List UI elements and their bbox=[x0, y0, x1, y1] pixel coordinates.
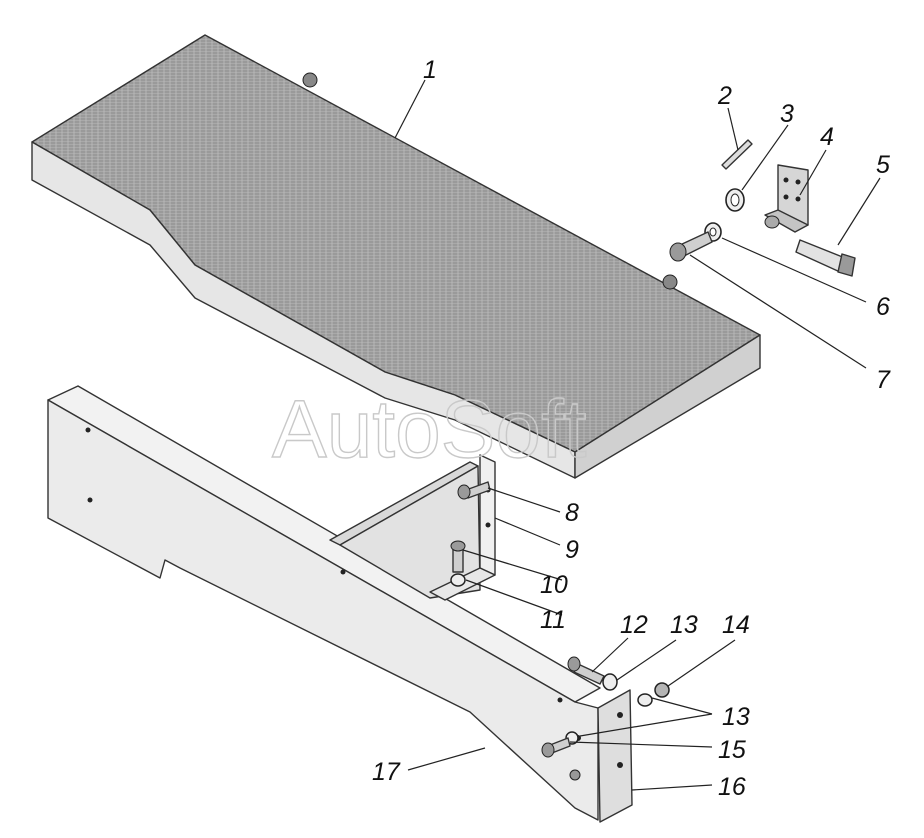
end-plate bbox=[597, 689, 633, 823]
base-panel bbox=[47, 385, 601, 821]
callout-17: 17 bbox=[372, 758, 401, 786]
watermark: AutoSoft bbox=[272, 384, 587, 475]
nut-14 bbox=[654, 682, 670, 698]
hinge-bracket bbox=[764, 164, 809, 233]
callout-labels: 1 2 3 4 5 6 7 8 9 10 11 12 13 14 13 15 1… bbox=[372, 56, 891, 801]
callout-15: 15 bbox=[718, 736, 746, 764]
cushion-stud bbox=[662, 274, 678, 290]
bolt-15 bbox=[541, 737, 571, 758]
bolt-10 bbox=[450, 540, 466, 573]
washer-11 bbox=[450, 573, 466, 587]
callout-14: 14 bbox=[722, 611, 750, 639]
callout-4: 4 bbox=[820, 123, 834, 151]
cushion-stud bbox=[302, 72, 318, 88]
callout-7: 7 bbox=[876, 366, 891, 394]
washer-13-upper bbox=[602, 673, 618, 691]
callout-10: 10 bbox=[540, 571, 568, 599]
callout-12: 12 bbox=[620, 611, 648, 639]
callout-11: 11 bbox=[540, 606, 566, 634]
callout-13-lower: 13 bbox=[722, 703, 750, 731]
bolt-12 bbox=[567, 656, 605, 685]
callout-1: 1 bbox=[423, 56, 437, 84]
callout-9: 9 bbox=[565, 536, 579, 564]
callout-8: 8 bbox=[565, 499, 579, 527]
callout-2: 2 bbox=[717, 82, 732, 110]
callout-5: 5 bbox=[876, 151, 890, 179]
bolt-7 bbox=[669, 231, 713, 262]
pin bbox=[795, 239, 856, 277]
washer-3 bbox=[725, 188, 745, 212]
cotter-pin bbox=[721, 139, 753, 170]
callout-3: 3 bbox=[780, 100, 794, 128]
bolt-8 bbox=[457, 481, 491, 500]
leader-lines bbox=[394, 79, 881, 791]
cushion bbox=[31, 34, 761, 479]
callout-13-upper: 13 bbox=[670, 611, 698, 639]
callout-6: 6 bbox=[876, 293, 890, 321]
callout-16: 16 bbox=[718, 773, 746, 801]
